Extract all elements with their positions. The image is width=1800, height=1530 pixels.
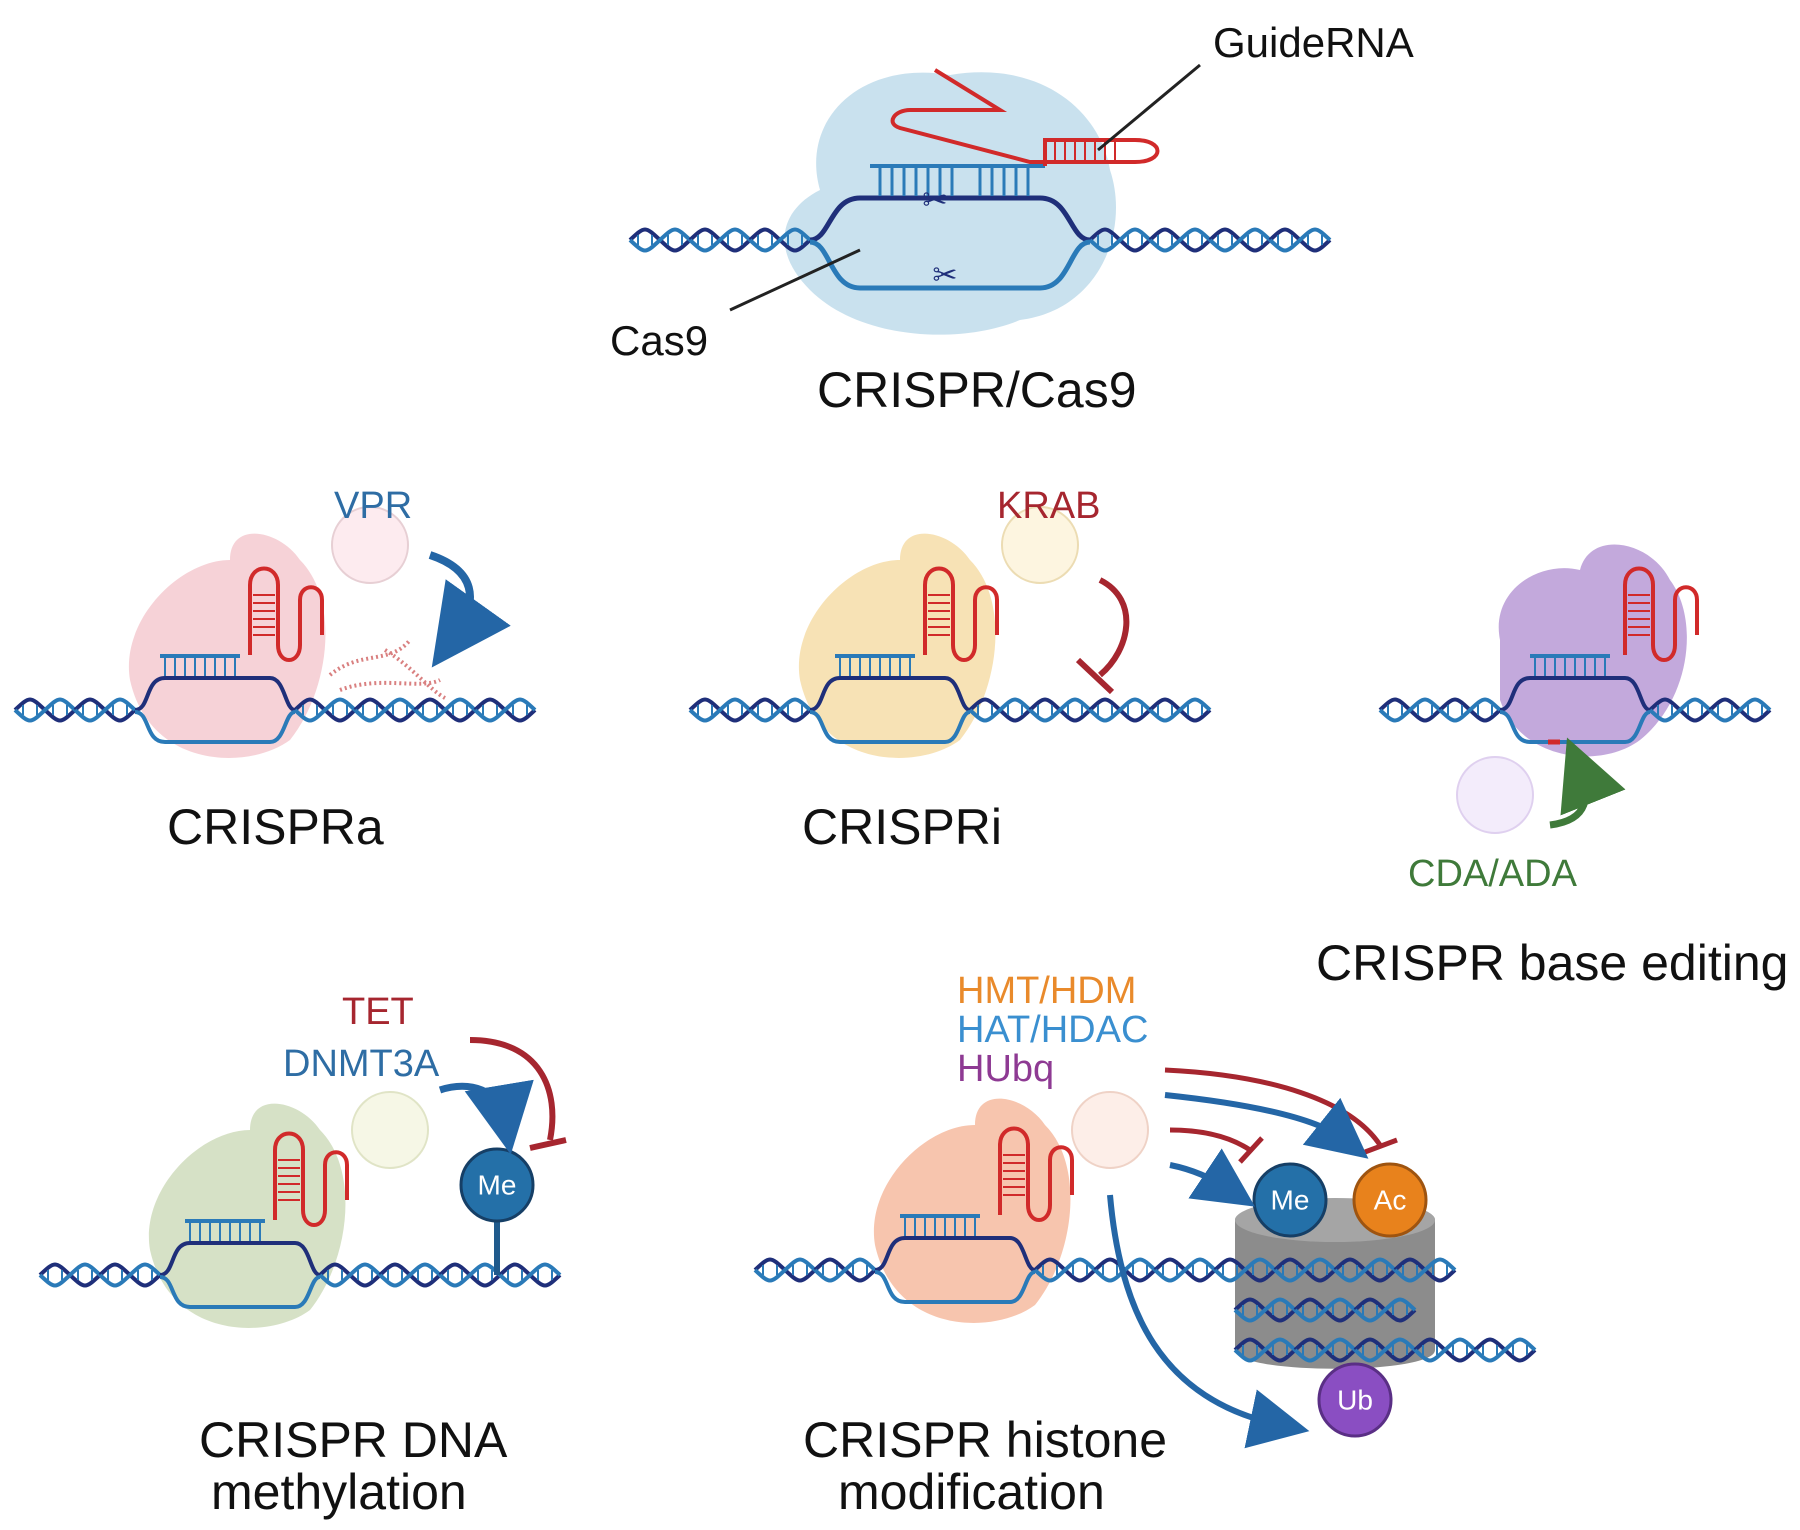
effector-domain [331,506,409,584]
cas9-label: Cas9 [610,317,709,364]
scissors-icon: ✂ [932,259,957,292]
transcript-rna [328,638,412,677]
dna-right [1088,227,1332,253]
hat-hdac-label: HAT/HDAC [957,1009,1149,1051]
histone-ubiquitin-mark [1317,1362,1393,1438]
histone-title-line1: CRISPR histone [803,1412,1168,1468]
activation-arrow [428,551,511,668]
effector-domain [351,1091,429,1169]
base-editing-panel [1378,544,1772,834]
guide-callout-line [1097,63,1201,152]
histone-panel: Me Ac Ub [753,1067,1537,1449]
dcas9-protein [148,1103,346,1328]
histone-ubiquitin-label: Ub [1337,1385,1373,1416]
effector-domain [1001,506,1079,584]
ubiquitin-add-arrow [1107,1194,1310,1449]
methyl-mark-label: Me [478,1170,517,1201]
krab-label: KRAB [997,485,1101,527]
dnmt3a-label: DNMT3A [283,1043,440,1085]
histone-acetyl-label: Ac [1374,1185,1407,1216]
effector-domain [1071,1091,1149,1169]
deaminase-domain [1456,756,1534,834]
methyl-inhibit-arrow [1169,1127,1252,1153]
transcript-rna [383,648,447,700]
nucleosome [1235,1201,1435,1369]
vpr-label: VPR [334,485,413,527]
crispri-title: CRISPRi [802,799,1003,855]
scissors-icon: ✂ [922,184,947,217]
guiderna-label: GuideRNA [1213,19,1414,66]
base-editing-title: CRISPR base editing [1316,935,1789,991]
demethylation-arrow [469,1037,556,1141]
editing-arrow [1549,737,1626,829]
cas9-panel-title: CRISPR/Cas9 [817,362,1137,418]
histone-acetyl-mark [1352,1162,1428,1238]
histone-title-line2: modification [838,1464,1105,1520]
dcas9-protein [128,533,326,758]
dcas9-protein [873,1098,1071,1323]
guide-rna [890,68,1160,166]
base-editor-protein [1498,544,1687,757]
dcas9-protein [798,533,996,758]
methyl-add-arrow [1169,1148,1255,1207]
hmt-hdm-label: HMT/HDM [957,970,1137,1012]
hubq-label: HUbq [957,1048,1055,1090]
crispra-title: CRISPRa [167,799,384,855]
dna-bubble-bottom [809,239,1091,291]
dna-left [628,227,812,253]
acetyl-add-arrow [1164,1092,1369,1159]
histone-methyl-label: Me [1271,1185,1310,1216]
crispra-panel [13,506,537,758]
cas9-panel: ✂ ✂ [628,63,1332,335]
dna-methylation-title-line2: methylation [211,1464,467,1520]
dna-methylation-title-line1: CRISPR DNA [199,1412,508,1468]
cas9-protein [784,72,1116,335]
repression-arrow [1098,577,1130,678]
cda-ada-label: CDA/ADA [1408,853,1577,895]
guide-base-pairs [878,168,1030,196]
dna-bubble-top [809,195,1091,243]
methylation-arrow [438,1079,534,1155]
cas9-callout-line [729,248,861,312]
dna-methylation-panel: Me [38,1037,567,1328]
crispri-panel [688,506,1212,758]
tet-label: TET [342,991,414,1033]
